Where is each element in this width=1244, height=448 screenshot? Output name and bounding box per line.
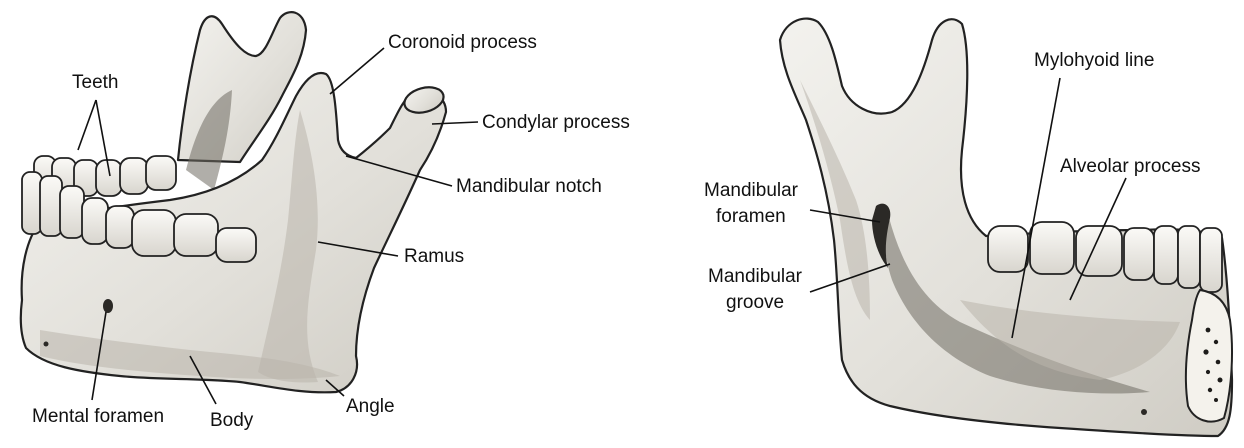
label-mandibular-foramen-line2: foramen xyxy=(716,206,786,227)
label-mental-foramen: Mental foramen xyxy=(32,406,164,427)
label-mandibular-groove-line2: groove xyxy=(726,292,784,313)
label-mandibular-foramen-line1: Mandibular xyxy=(704,180,799,201)
label-mandibular-notch: Mandibular notch xyxy=(456,176,602,197)
label-body: Body xyxy=(210,410,254,431)
mental-foramen-hole xyxy=(103,299,113,313)
label-teeth: Teeth xyxy=(72,72,118,93)
label-ramus: Ramus xyxy=(404,246,464,267)
label-condylar-process: Condylar process xyxy=(482,112,630,133)
label-coronoid-process: Coronoid process xyxy=(388,32,537,53)
small-medial-foramen-dot xyxy=(1141,409,1147,415)
label-mandibular-groove-line1: Mandibular xyxy=(708,266,803,287)
label-angle: Angle xyxy=(346,396,395,417)
lateral-view-mandible xyxy=(21,12,447,392)
label-alveolar-process: Alveolar process xyxy=(1060,156,1200,177)
medial-view-mandible xyxy=(780,19,1232,436)
small-foramen-dot xyxy=(44,342,49,347)
cut-section-spongy-bone xyxy=(1186,290,1232,422)
label-mylohyoid-line: Mylohyoid line xyxy=(1034,50,1154,71)
